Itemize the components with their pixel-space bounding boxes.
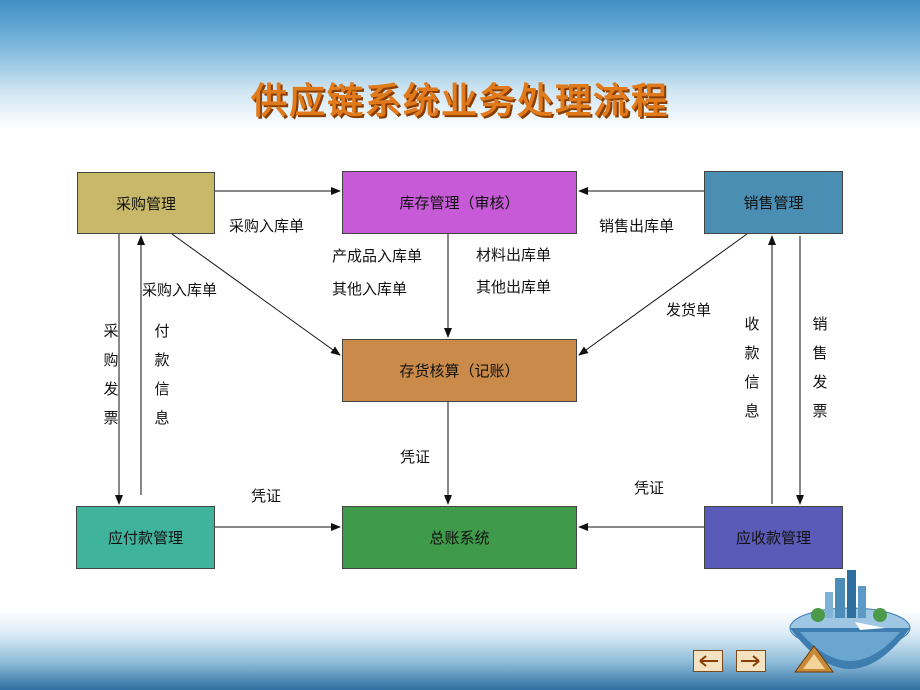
bottom-gradient-band (0, 610, 920, 690)
general-ledger-box: 总账系统 (342, 506, 577, 569)
inventory-costing-label: 存货核算（记账） (399, 362, 520, 380)
sales-management-label: 销售管理 (743, 194, 804, 212)
vertical-label-payment-info: 付 款 信 息 (154, 322, 170, 427)
vertical-label-sales-invoice: 销 售 发 票 (812, 315, 828, 420)
accounts-receivable-label: 应收款管理 (735, 529, 811, 547)
label-purchase-in-top: 采购入库单 (229, 217, 305, 235)
sales-management-box: 销售管理 (704, 171, 843, 234)
arrow-sales-costing (578, 233, 748, 356)
label-other-in: 其他入库单 (332, 280, 408, 298)
label-voucher-right: 凭证 (634, 479, 665, 497)
accounts-payable-box: 应付款管理 (76, 506, 215, 569)
top-gradient-band (0, 0, 920, 130)
next-page-hand-icon[interactable] (736, 650, 766, 672)
accounts-payable-label: 应付款管理 (107, 529, 183, 547)
general-ledger-label: 总账系统 (429, 529, 490, 547)
globe-city-illustration (789, 570, 911, 669)
label-voucher-center: 凭证 (400, 448, 431, 466)
inventory-costing-box: 存货核算（记账） (342, 339, 577, 402)
vertical-label-purchase-invoice: 采 购 发 票 (103, 322, 119, 427)
vertical-label-receipt-info: 收 款 信 息 (744, 315, 760, 420)
label-purchase-in-diag: 采购入库单 (142, 281, 218, 299)
label-material-out: 材料出库单 (476, 246, 552, 264)
inventory-management-label: 库存管理（审核） (399, 194, 520, 212)
purchase-management-label: 采购管理 (115, 194, 176, 213)
label-product-in: 产成品入库单 (332, 247, 423, 265)
label-shipping: 发货单 (666, 301, 712, 319)
slide-title: 供应链系统业务处理流程 (250, 80, 669, 122)
previous-page-hand-icon[interactable] (693, 650, 723, 672)
purchase-management-box: 采购管理 (77, 172, 215, 234)
inventory-management-box: 库存管理（审核） (342, 171, 577, 234)
label-other-out: 其他出库单 (476, 278, 552, 296)
label-voucher-left: 凭证 (251, 487, 282, 505)
accounts-receivable-box: 应收款管理 (704, 506, 843, 569)
home-triangle-icon[interactable] (793, 644, 835, 674)
arrow-purchase-costing (171, 233, 341, 356)
label-sales-out-top: 销售出库单 (599, 217, 675, 235)
